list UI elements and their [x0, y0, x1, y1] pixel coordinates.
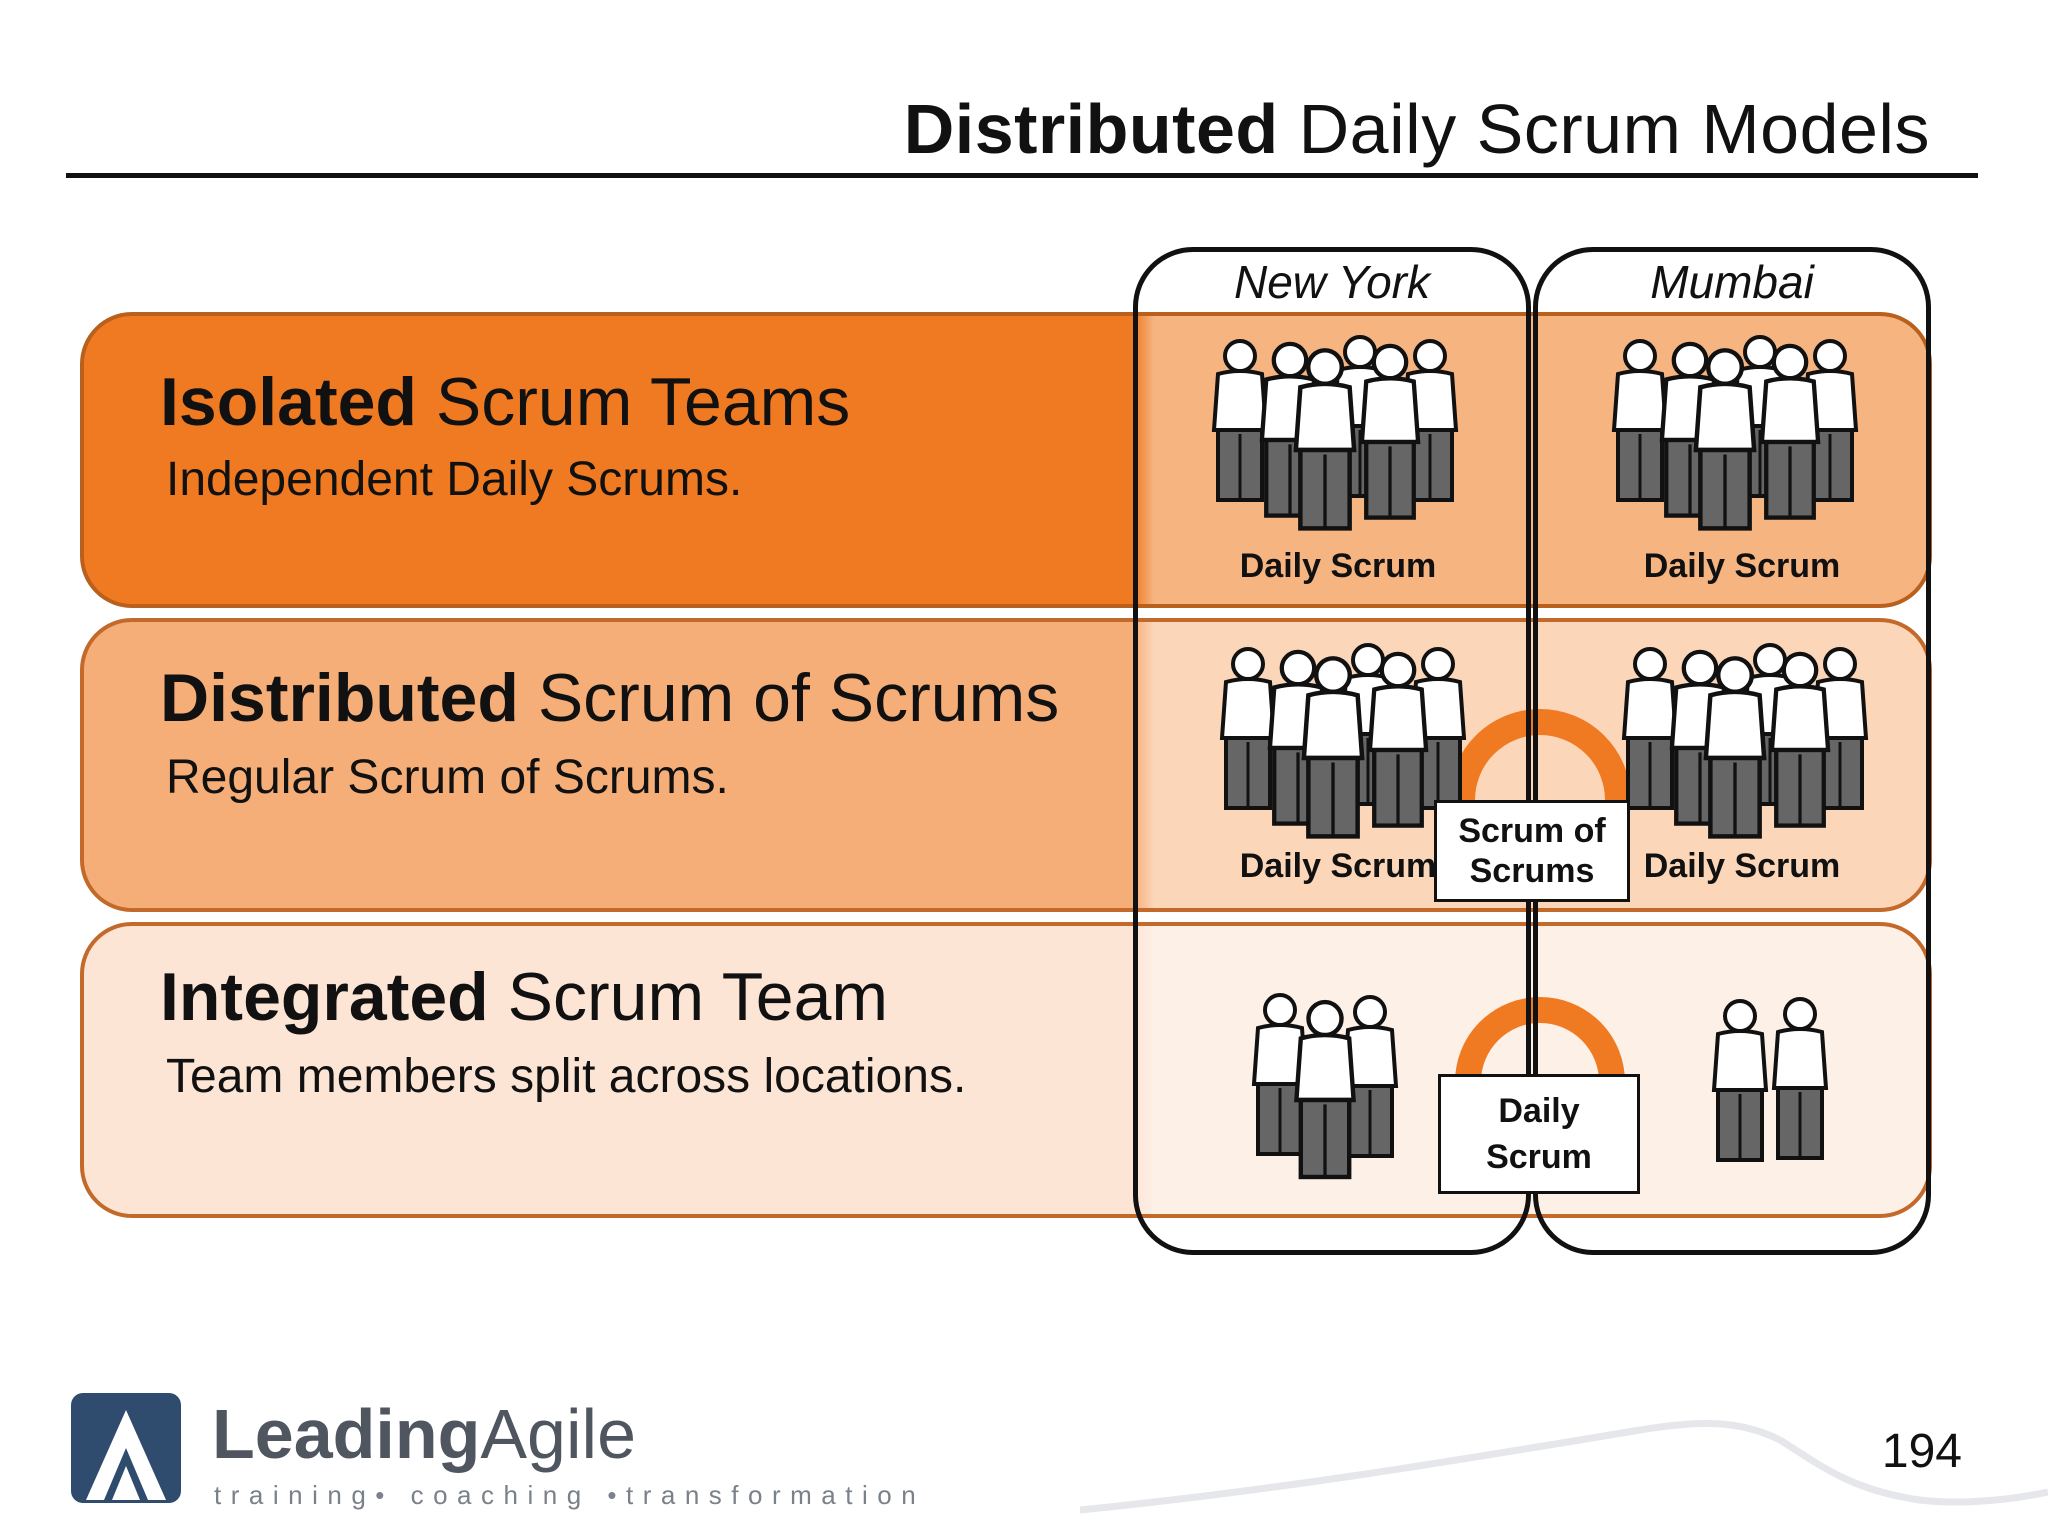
page-number: 194	[1881, 1425, 1962, 1478]
logo-name-part2: Agile	[480, 1395, 637, 1473]
integrated-daily-scrum-arc	[1455, 997, 1625, 1083]
integrated-daily-scrum-line1: Daily	[1498, 1092, 1580, 1130]
slide-title-rest: Daily Scrum Models	[1298, 90, 1930, 168]
footer-swoosh	[1080, 1419, 2048, 1514]
scrum-of-scrums-line2: Scrums	[1469, 852, 1595, 890]
location-label-new-york: New York	[1233, 256, 1431, 308]
scrum-of-scrums-line1: Scrum of	[1458, 812, 1606, 850]
daily-scrum-label-ny-row1: Daily Scrum	[1239, 547, 1437, 585]
slide-title: Distributed Daily Scrum Models	[904, 88, 1930, 170]
location-column-mumbai	[1533, 247, 1931, 1255]
location-column-new-york	[1133, 247, 1531, 1255]
row3-subtitle: Team members split across locations.	[166, 1050, 967, 1103]
leadingagile-logo-icon	[71, 1393, 181, 1503]
row1-subtitle: Independent Daily Scrums.	[166, 453, 743, 506]
daily-scrum-label-mumbai-row1: Daily Scrum	[1643, 547, 1841, 585]
logo-tagline: training• coaching •transformation	[214, 1480, 926, 1510]
integrated-daily-scrum-box: Daily Scrum	[1438, 1074, 1640, 1194]
location-label-mumbai: Mumbai	[1650, 256, 1814, 308]
row3-title-rest: Scrum Team	[507, 959, 889, 1035]
logo-name-part1: Leading	[212, 1395, 481, 1473]
slide-title-bold: Distributed	[903, 90, 1279, 168]
row2-title: Distributed Scrum of Scrums	[160, 658, 1059, 738]
row3-title-bold: Integrated	[160, 959, 489, 1035]
title-underline	[66, 173, 1978, 178]
daily-scrum-label-ny-row2: Daily Scrum	[1239, 847, 1437, 885]
scrum-of-scrums-arc	[1449, 709, 1631, 801]
row2-title-bold: Distributed	[160, 660, 519, 736]
row1-title: Isolated Scrum Teams	[160, 362, 850, 442]
integrated-daily-scrum-line2: Scrum	[1486, 1138, 1592, 1176]
row1-title-bold: Isolated	[160, 364, 417, 440]
row1-title-rest: Scrum Teams	[435, 364, 851, 440]
scrum-of-scrums-box: Scrum of Scrums	[1434, 800, 1630, 902]
row3-title: Integrated Scrum Team	[160, 957, 888, 1037]
daily-scrum-label-mumbai-row2: Daily Scrum	[1643, 847, 1841, 885]
logo-wordmark: LeadingAgile	[212, 1394, 636, 1474]
row2-title-rest: Scrum of Scrums	[537, 660, 1060, 736]
row2-subtitle: Regular Scrum of Scrums.	[166, 751, 729, 804]
